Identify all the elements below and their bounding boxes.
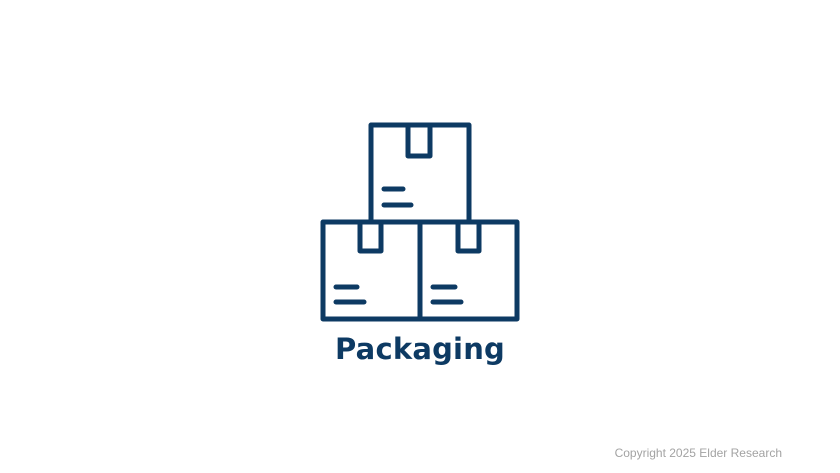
stacked-boxes-icon (318, 120, 522, 324)
slide-title: Packaging (335, 332, 505, 366)
copyright-footer: Copyright 2025 Elder Research (614, 446, 782, 460)
